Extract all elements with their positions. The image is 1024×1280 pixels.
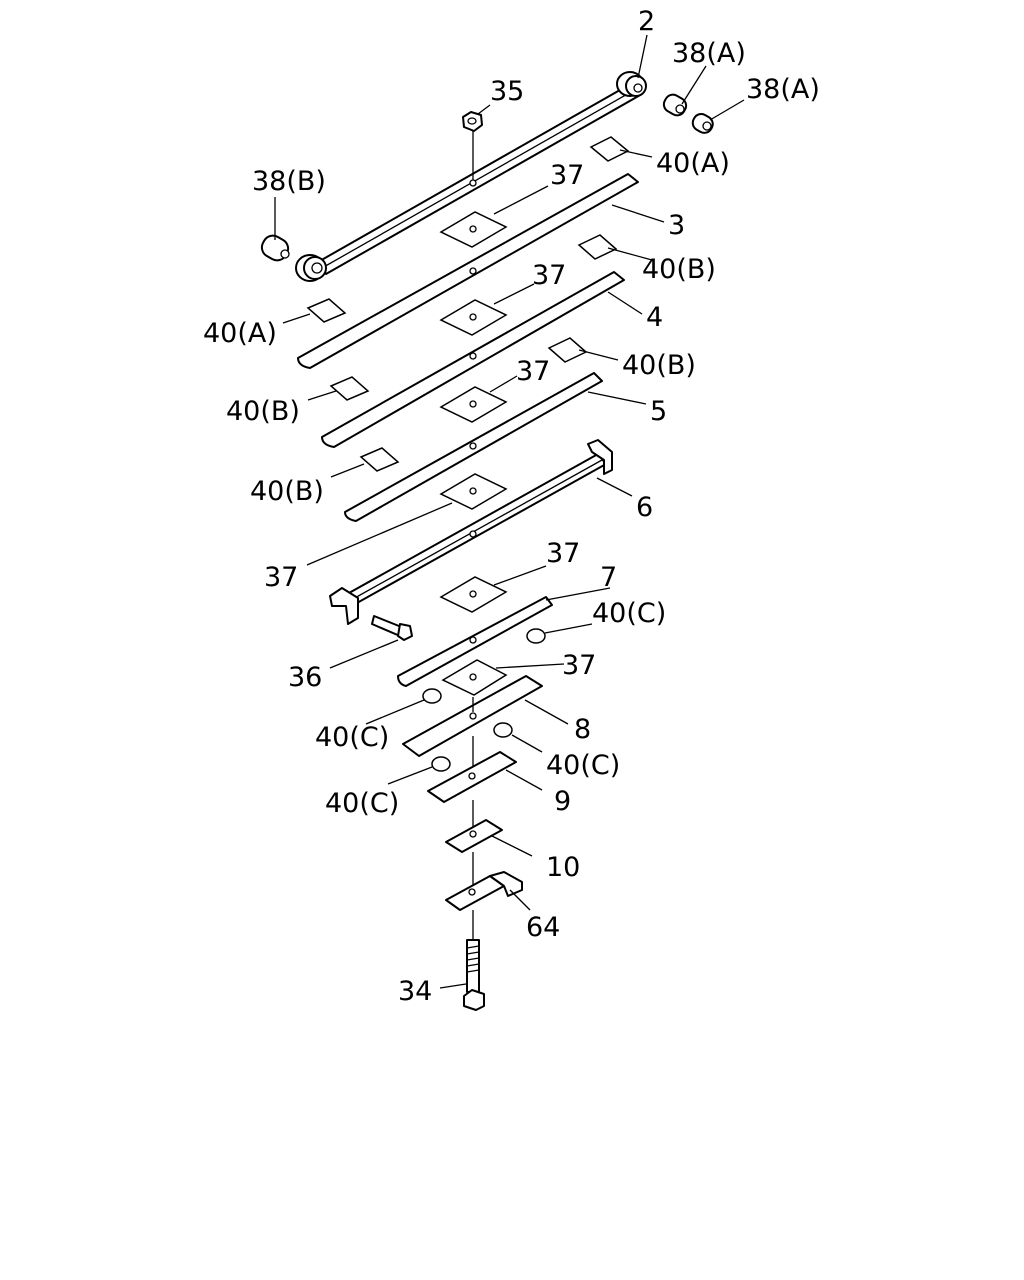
callout-37-c: 37 (516, 356, 550, 387)
pad-40c-2 (422, 688, 442, 704)
callout-37-a: 37 (550, 160, 584, 191)
pad-40b-1 (577, 234, 618, 260)
callout-35: 35 (490, 76, 524, 107)
leaf-7 (397, 596, 553, 687)
leaf-5 (344, 372, 603, 522)
callout-labels: 2 38(A) 38(A) 35 40(A) 38(B) 37 3 40(B) … (203, 6, 820, 1007)
callout-4: 4 (646, 302, 663, 333)
callout-38a-1: 38(A) (672, 38, 746, 69)
callout-5: 5 (650, 396, 667, 427)
leaf-2 (295, 71, 647, 282)
callout-36: 36 (288, 662, 322, 693)
callout-37-f: 37 (562, 650, 596, 681)
callout-40b-2: 40(B) (622, 350, 696, 381)
callout-7: 7 (600, 562, 617, 593)
pad-40a-front (306, 298, 347, 323)
callout-40a-1: 40(A) (656, 148, 730, 179)
callout-40c-3: 40(C) (546, 750, 620, 781)
pad-40c-3 (493, 722, 513, 738)
callout-64: 64 (526, 912, 560, 943)
center-bolt-34 (463, 939, 485, 1011)
leaf-4 (321, 271, 625, 448)
leaf-3 (297, 173, 639, 369)
callout-40c-2: 40(C) (315, 722, 389, 753)
callout-40a-2: 40(A) (203, 318, 277, 349)
callout-40b-3: 40(B) (226, 396, 300, 427)
nut-35 (462, 111, 483, 180)
callout-38a-2: 38(A) (746, 74, 820, 105)
callout-10: 10 (546, 852, 580, 883)
pad-40b-4 (359, 447, 400, 472)
callout-40c-1: 40(C) (592, 598, 666, 629)
bolt-36 (371, 615, 413, 641)
callout-34: 34 (398, 976, 432, 1007)
leaf-9 (427, 751, 517, 803)
pad-40c-1 (526, 628, 546, 644)
callout-40b-4: 40(B) (250, 476, 324, 507)
bushing-38b (260, 234, 290, 262)
leader-lines (274, 34, 745, 989)
bushing-38a-2 (691, 112, 714, 134)
callout-37-b: 37 (532, 260, 566, 291)
bushing-38a-1 (662, 93, 688, 117)
callout-37-d: 37 (264, 562, 298, 593)
callout-8: 8 (574, 714, 591, 745)
pad-40a-rear (589, 136, 630, 162)
pad-40c-4 (431, 756, 451, 772)
plate-10 (445, 819, 503, 853)
leaf-6 (329, 439, 613, 625)
bracket-64 (445, 871, 523, 911)
callout-3: 3 (668, 210, 685, 241)
callout-38b: 38(B) (252, 166, 326, 197)
callout-2: 2 (638, 6, 655, 37)
callout-40b-1: 40(B) (642, 254, 716, 285)
callout-6: 6 (636, 492, 653, 523)
leaf-8 (402, 675, 543, 757)
pad-40b-2 (329, 376, 370, 401)
callout-40c-4: 40(C) (325, 788, 399, 819)
callout-9: 9 (554, 786, 571, 817)
callout-37-e: 37 (546, 538, 580, 569)
